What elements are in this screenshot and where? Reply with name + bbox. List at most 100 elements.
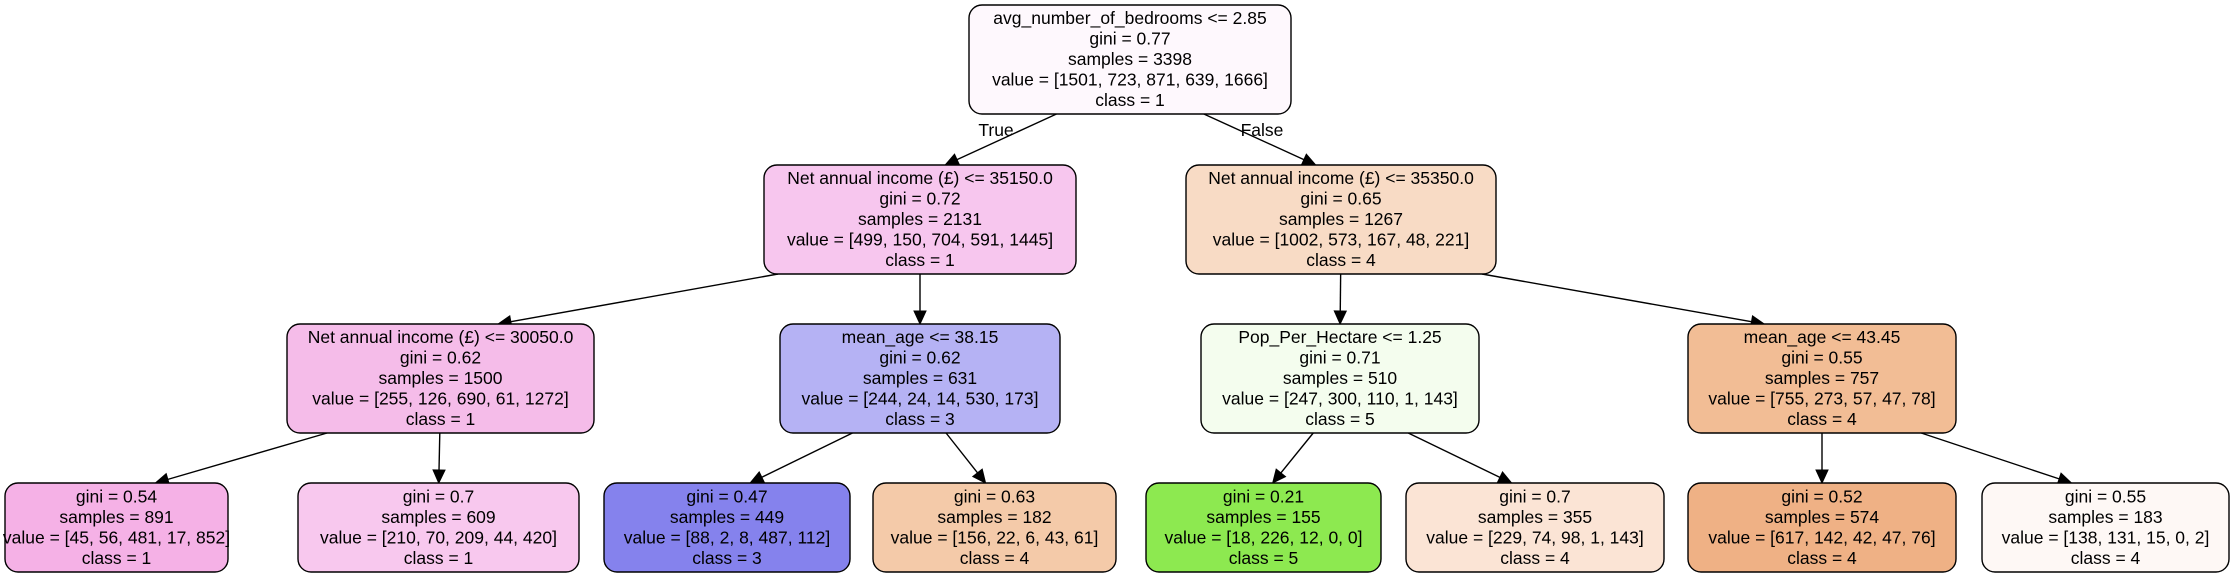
arrowhead-icon [913, 310, 927, 326]
tree-edge-root-n1: True [944, 113, 1057, 166]
arrowhead-icon [1300, 153, 1317, 166]
node-line: value = [156, 22, 6, 43, 61] [891, 527, 1099, 547]
arrowhead-icon [749, 470, 766, 484]
tree-edge-n5-n11 [1271, 432, 1314, 484]
node-line: gini = 0.72 [879, 189, 960, 209]
node-line: samples = 1500 [378, 368, 502, 388]
node-box [1981, 482, 2230, 573]
tree-edge-root-n2: False [1203, 113, 1317, 166]
tree-edge-n5-n12 [1407, 432, 1513, 484]
node-line: gini = 0.47 [686, 486, 767, 506]
node-line: value = [1501, 723, 871, 639, 1666] [992, 70, 1268, 90]
node-line: gini = 0.62 [879, 348, 960, 368]
edge-line [1203, 113, 1305, 161]
node-line: gini = 0.21 [1223, 486, 1304, 506]
node-line: Net annual income (£) <= 35350.0 [1208, 168, 1474, 188]
tree-edge-n2-n6 [1481, 273, 1766, 329]
node-line: samples = 631 [863, 368, 977, 388]
node-line: value = [617, 142, 42, 47, 76] [1708, 527, 1935, 547]
node-line: gini = 0.62 [400, 348, 481, 368]
node-line: gini = 0.65 [1300, 189, 1381, 209]
node-line: value = [247, 300, 110, 1, 143] [1222, 389, 1458, 409]
edge-line [956, 113, 1057, 161]
arrowhead-icon [944, 153, 961, 166]
edge-line [1280, 432, 1314, 474]
node-line: class = 4 [2071, 548, 2141, 568]
node-box [4, 482, 229, 573]
edge-line [438, 432, 441, 471]
edge-line [167, 432, 328, 481]
node-line: class = 3 [885, 409, 955, 429]
node-line: value = [88, 2, 8, 487, 112] [624, 527, 830, 547]
node-line: samples = 155 [1206, 507, 1320, 527]
node-line: gini = 0.52 [1781, 486, 1862, 506]
node-line: class = 5 [1305, 409, 1375, 429]
tree-edge-n6-n14 [1921, 432, 2073, 486]
node-line: value = [755, 273, 57, 47, 78] [1708, 389, 1935, 409]
node-line: Net annual income (£) <= 35150.0 [787, 168, 1053, 188]
node-box [297, 482, 580, 573]
node-line: samples = 3398 [1068, 49, 1192, 69]
node-line: class = 4 [1500, 548, 1570, 568]
node-line: samples = 609 [381, 507, 495, 527]
node-line: class = 4 [960, 548, 1030, 568]
tree-edge-n3-n8 [432, 432, 446, 485]
tree-edge-n3-n7 [154, 432, 328, 486]
tree-edge-n4-n10 [945, 432, 987, 484]
node-box [1405, 482, 1665, 573]
node-line: value = [1002, 573, 167, 48, 221] [1213, 230, 1469, 250]
edge-line [945, 432, 979, 474]
node-line: class = 3 [692, 548, 762, 568]
node-line: value = [229, 74, 98, 1, 143] [1426, 527, 1643, 547]
tree-edge-n6-n13 [1815, 433, 1829, 485]
arrowhead-icon [432, 469, 446, 485]
edge-line [761, 432, 853, 478]
node-box [1687, 482, 1957, 573]
edge-label-true: True [978, 120, 1013, 140]
node-line: mean_age <= 43.45 [1744, 327, 1901, 348]
node-line: avg_number_of_bedrooms <= 2.85 [993, 8, 1266, 29]
node-line: samples = 182 [937, 507, 1051, 527]
node-line: value = [244, 24, 14, 530, 173] [802, 389, 1039, 409]
node-line: class = 4 [1787, 548, 1857, 568]
node-line: class = 1 [885, 250, 955, 270]
edge-line [1407, 432, 1501, 478]
tree-edge-n4-n9 [749, 432, 853, 484]
node-box [286, 323, 595, 434]
node-line: samples = 757 [1765, 368, 1879, 388]
node-box [1145, 482, 1382, 573]
node-line: samples = 449 [670, 507, 784, 527]
node-line: value = [138, 131, 15, 0, 2] [2002, 527, 2210, 547]
node-line: gini = 0.55 [2065, 486, 2146, 506]
node-box [763, 164, 1077, 275]
node-box [779, 323, 1061, 434]
edge-line [1481, 273, 1752, 323]
node-line: class = 1 [1095, 90, 1165, 110]
node-line: value = [499, 150, 704, 591, 1445] [787, 230, 1053, 250]
node-line: gini = 0.77 [1089, 29, 1170, 49]
edge-label-false: False [1241, 120, 1284, 140]
node-line: gini = 0.54 [76, 486, 158, 506]
node-box [872, 482, 1117, 573]
node-line: samples = 355 [1478, 507, 1592, 527]
node-line: mean_age <= 38.15 [842, 327, 999, 348]
tree-edge-n1-n3 [496, 273, 779, 329]
edge-line [1921, 432, 2060, 480]
node-line: gini = 0.71 [1299, 348, 1380, 368]
node-line: Net annual income (£) <= 30050.0 [308, 327, 574, 347]
